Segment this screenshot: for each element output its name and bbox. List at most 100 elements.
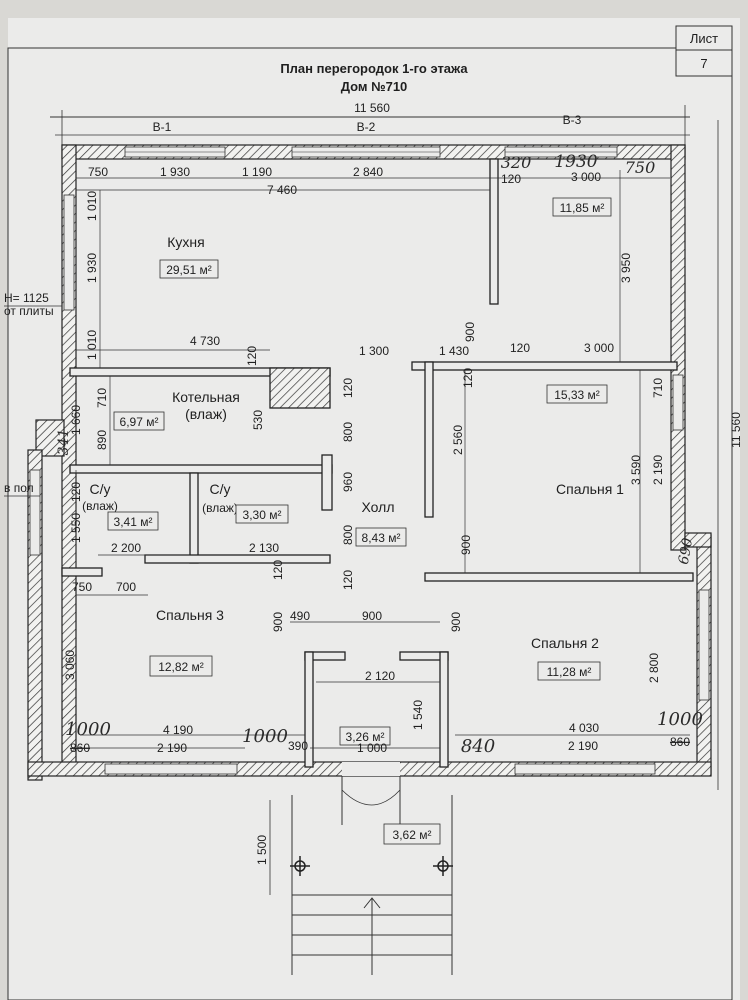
porch-area: 3,62 м² [393,828,432,842]
room-area-hall: 8,43 м² [362,531,401,545]
dim-120a: 120 [501,172,521,186]
dim-total-width: 11 560 [354,101,390,115]
room-note-bath2: (влаж) [202,501,238,515]
handwritten-750: 750 [625,158,656,177]
note-floor: в пол [4,481,34,495]
dim-120f: 120 [69,482,83,502]
dim-1430: 1 430 [439,344,469,358]
dim-710a: 710 [651,378,665,398]
dim-800a: 800 [341,422,355,442]
dim-710b: 710 [95,388,109,408]
dimension-lines [75,170,690,749]
handwritten-341: 341 [56,429,72,456]
dim-4190: 4 190 [163,723,193,737]
dim-1930v: 1 930 [85,253,99,283]
dim-890: 890 [95,430,109,450]
room-area-bedroom2: 11,28 м² [547,665,592,679]
drawing-title: План перегородок 1-го этажа [280,61,468,76]
room-name-hall: Холл [362,499,395,515]
dim-1000: 1 000 [357,741,387,755]
dim-1010b: 1 010 [85,330,99,360]
dim-2200: 2 200 [111,541,141,555]
dim-total-height: 11 560 [729,412,743,448]
room-note-boiler: (влаж) [185,406,227,422]
room-name-bedroom1: Спальня 1 [556,481,624,497]
dim-3000b: 3 000 [584,341,614,355]
dim-120e: 120 [461,368,475,388]
dim-2190c: 2 190 [568,739,598,753]
dim-530: 530 [251,410,265,430]
struck-860-left: 860 [70,741,90,755]
room-area-kitchen: 29,51 м² [166,263,212,277]
dim-1010a: 1 010 [85,191,99,221]
dim-2560: 2 560 [451,425,465,455]
exterior-walls [27,144,712,781]
dim-490: 490 [290,609,310,623]
dim-2800: 2 800 [647,653,661,683]
dim-120c: 120 [510,341,530,355]
dim-3950: 3 950 [619,253,633,283]
dim-1550: 1 550 [69,513,83,543]
room-name-bedroom2: Спальня 2 [531,635,599,651]
dim-900e: 900 [449,612,463,632]
sheet-number: 7 [700,56,707,71]
room-name-kitchen: Кухня [167,234,204,250]
room-name-boiler: Котельная [172,389,240,405]
dim-7460: 7 460 [267,183,297,197]
dim-porch-depth: 1 500 [255,835,269,865]
dim-3060: 3 060 [63,650,77,680]
drawing-subtitle: Дом №710 [341,79,408,94]
room-name-bedroom3: Спальня 3 [156,607,224,623]
dim-900b: 900 [459,535,473,555]
dim-1930a: 1 930 [160,165,190,179]
room-name-bath2: С/у [210,481,231,497]
dim-2130: 2 130 [249,541,279,555]
window-label-b3: В-3 [563,113,582,127]
handwritten-320: 320 [501,153,532,172]
dim-1190: 1 190 [242,165,272,179]
dim-120b: 120 [245,346,259,366]
handwritten-690: 690 [676,537,696,566]
sheet-label: Лист [690,31,718,46]
room-area-bath1: 3,41 м² [114,515,153,529]
handwritten-1000-left: 1000 [65,719,111,740]
note-height: Н= 1125 [4,291,49,305]
dim-2190b: 2 190 [157,741,187,755]
dim-120d: 120 [341,378,355,398]
window-label-b2: В-2 [357,120,376,134]
room-name-bath1: С/у [90,481,111,497]
dim-960: 960 [341,472,355,492]
room-area-bath2: 3,30 м² [243,508,282,522]
dim-750b: 750 [72,580,92,594]
dim-1660: 1 660 [69,405,83,435]
dim-900a: 900 [463,322,477,342]
dim-900d: 900 [362,609,382,623]
room-area-vestibule: 3,26 м² [346,730,385,744]
room-area-bedroom3: 12,82 м² [158,660,204,674]
drawing-sheet [8,18,740,1000]
dim-700: 700 [116,580,136,594]
handwritten-840: 840 [461,736,495,757]
dim-390: 390 [288,739,308,753]
sheet-border [7,47,733,1000]
room-note-bath1: (влаж) [82,499,118,513]
dim-750a: 750 [88,165,108,179]
dim-3000a: 3 000 [571,170,601,184]
dim-900c: 900 [271,612,285,632]
dim-1540: 1 540 [411,700,425,730]
dim-120h: 120 [341,570,355,590]
dim-2840: 2 840 [353,165,383,179]
dim-1300: 1 300 [359,344,389,358]
handwritten-1930: 1930 [554,152,597,172]
sheet-number-box [675,25,733,77]
room-area-ne: 11,85 м² [560,201,605,215]
room-area-boiler: 6,97 м² [120,415,159,429]
note-height-ref: от плиты [4,304,54,318]
window-label-b1: В-1 [153,120,172,134]
interior-partitions [61,158,694,768]
handwritten-1000-center: 1000 [242,726,288,747]
dim-120g: 120 [271,560,285,580]
dim-4030: 4 030 [569,721,599,735]
dim-800b: 800 [341,525,355,545]
